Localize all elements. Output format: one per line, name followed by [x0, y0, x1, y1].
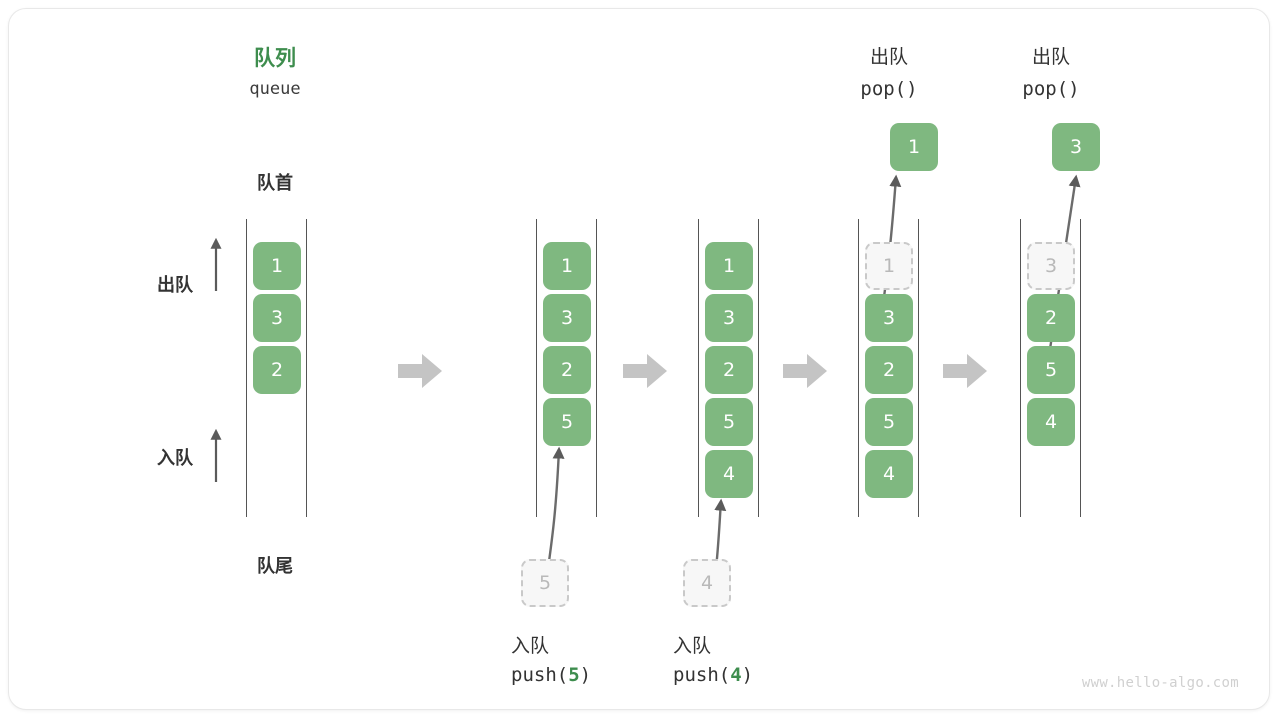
column-push-5-caption-cn: 入队 [511, 635, 550, 657]
queue-cell: 3 [705, 294, 753, 342]
queue-rail-right [758, 219, 759, 517]
queue-title-cn: 队列 [254, 46, 296, 70]
queue-rail-right [918, 219, 919, 517]
step-arrow-icon [781, 347, 829, 395]
column-push-4-caption-cn: 入队 [673, 635, 712, 657]
queue-cell: 2 [705, 346, 753, 394]
column-pop-3-head-cn: 出队 [1031, 46, 1070, 68]
popped-element-pop-1: 1 [890, 123, 938, 171]
queue-rail-left [858, 219, 859, 517]
queue-cell: 3 [543, 294, 591, 342]
queue-cell: 1 [543, 242, 591, 290]
incoming-element-push-4: 4 [683, 559, 731, 607]
queue-rail-left [698, 219, 699, 517]
queue-rail-left [1020, 219, 1021, 517]
queue-cell: 5 [543, 398, 591, 446]
watermark: www.hello-algo.com [1081, 675, 1239, 691]
step-arrow-icon [396, 347, 444, 395]
enqueue-direction-label: 入队 [157, 448, 193, 469]
queue-rail-right [306, 219, 307, 517]
queue-cell: 3 [253, 294, 301, 342]
queue-title-code: queue [249, 79, 301, 99]
step-arrow-icon [621, 347, 669, 395]
queue-cell: 3 [865, 294, 913, 342]
queue-cell: 2 [1027, 294, 1075, 342]
queue-cell: 1 [253, 242, 301, 290]
queue-rail-right [596, 219, 597, 517]
column-push-5-caption-code: push(5) [511, 664, 592, 686]
queue-cell: 5 [705, 398, 753, 446]
column-pop-1-head-cn: 出队 [869, 46, 908, 68]
queue-cell: 4 [705, 450, 753, 498]
queue-cell: 2 [543, 346, 591, 394]
queue-cell: 2 [865, 346, 913, 394]
rear-label: 队尾 [257, 556, 293, 577]
queue-cell: 1 [705, 242, 753, 290]
queue-cell: 2 [253, 346, 301, 394]
column-pop-1-head-code: pop() [860, 78, 918, 100]
queue-rail-right [1080, 219, 1081, 517]
incoming-element-push-5: 5 [521, 559, 569, 607]
front-label: 队首 [257, 173, 293, 194]
queue-cell: 5 [865, 398, 913, 446]
step-arrow-icon [941, 347, 989, 395]
queue-rail-left [536, 219, 537, 517]
dequeue-direction-label: 出队 [157, 275, 193, 296]
queue-rail-left [246, 219, 247, 517]
queue-cell: 1 [865, 242, 913, 290]
popped-element-pop-3: 3 [1052, 123, 1100, 171]
column-pop-3-head-code: pop() [1022, 78, 1080, 100]
column-push-4-caption-code: push(4) [673, 664, 754, 686]
queue-cell: 4 [865, 450, 913, 498]
queue-cell: 4 [1027, 398, 1075, 446]
queue-cell: 3 [1027, 242, 1075, 290]
queue-cell: 5 [1027, 346, 1075, 394]
